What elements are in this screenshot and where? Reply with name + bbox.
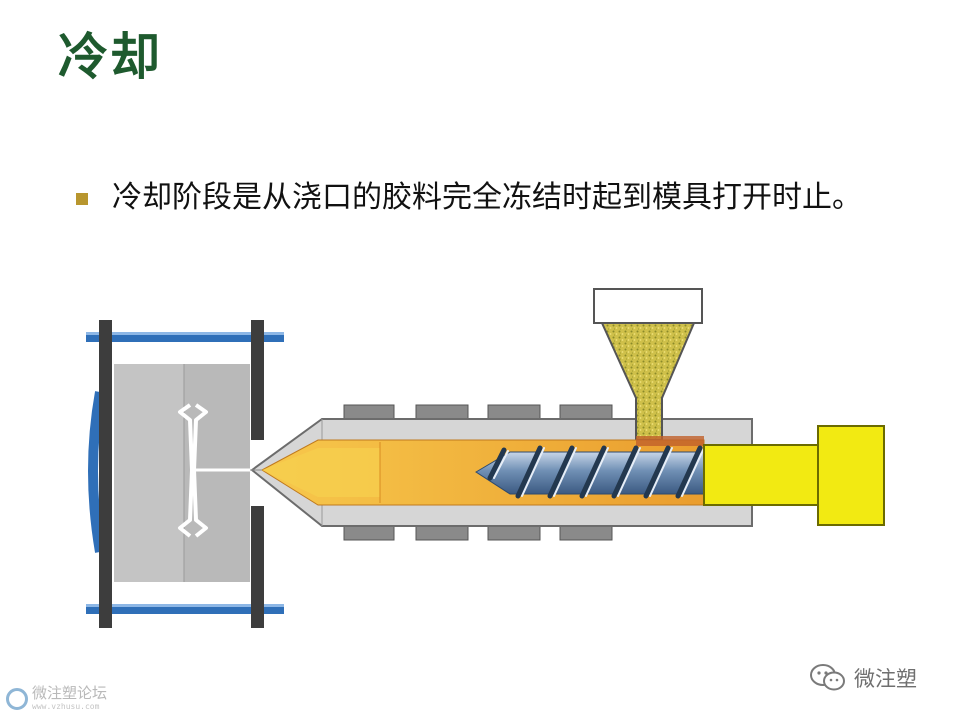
screw-drive-shaft — [703, 444, 821, 506]
platen-right-top — [251, 320, 264, 440]
guide-rod — [88, 391, 105, 553]
hopper-top — [593, 288, 703, 324]
forum-logo-icon — [6, 687, 28, 710]
tie-bar-bottom — [86, 604, 284, 614]
bullet-text: 冷却阶段是从浇口的胶料完全冻结时起到模具打开时止。 — [112, 180, 862, 215]
platen-left — [99, 320, 112, 628]
tie-bar-top — [86, 332, 284, 342]
slide-title: 冷却 — [58, 27, 162, 86]
forum-url: www.vzhusu.com — [32, 702, 100, 711]
heater-bands — [343, 404, 613, 541]
heater-band — [343, 525, 395, 541]
forum-watermark: 微注塑论坛 www.vzhusu.com — [6, 686, 107, 711]
tie-bars — [86, 332, 284, 614]
bullet-marker — [76, 193, 88, 205]
heater-band — [343, 404, 395, 420]
heater-band — [415, 525, 469, 541]
hopper — [593, 288, 703, 441]
heater-band — [487, 404, 541, 420]
heater-band — [415, 404, 469, 420]
wechat-account-name: 微注塑 — [854, 667, 917, 691]
forum-name: 微注塑论坛 — [32, 684, 108, 702]
heater-band — [559, 404, 613, 420]
mold-fixed-half — [114, 364, 184, 582]
mold — [114, 364, 250, 582]
platen-right-bottom — [251, 506, 264, 628]
screw — [475, 445, 709, 499]
screw-drive-motor — [817, 425, 885, 526]
heater-band — [559, 525, 613, 541]
heater-band — [487, 525, 541, 541]
wechat-icon — [810, 664, 845, 691]
wechat-watermark: 微注塑 — [808, 662, 917, 694]
